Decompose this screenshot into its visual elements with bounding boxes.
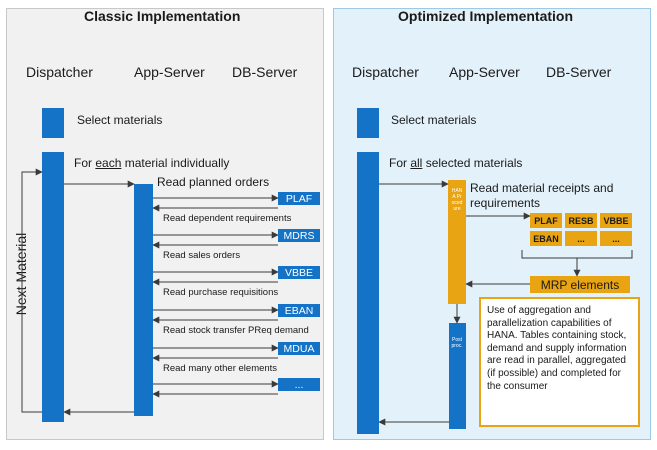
opt-table-vbbe: VBBE [600, 213, 632, 228]
postproc-label: Postproc. [451, 337, 463, 349]
optimized-col-dispatcher: Dispatcher [352, 64, 419, 80]
classic-title: Classic Implementation [84, 8, 241, 24]
classic-col-db-server: DB-Server [232, 64, 298, 80]
classic-col-dispatcher: Dispatcher [26, 64, 93, 80]
opt-table-other-1: ... [565, 231, 597, 246]
classic-table-mdua: MDUA [278, 342, 320, 355]
classic-select-materials: Select materials [77, 113, 163, 127]
classic-read-sales: Read sales orders [163, 250, 241, 261]
opt-table-resb: RESB [565, 213, 597, 228]
next-material-loop-arrow [21, 168, 43, 413]
optimized-select-materials: Select materials [391, 113, 477, 127]
optimized-for-all-label: For all selected materials [389, 156, 523, 170]
classic-table-plaf: PLAF [278, 192, 320, 205]
classic-select-bar [42, 108, 64, 138]
classic-col-app-server: App-Server [134, 64, 205, 80]
postproc-bar: Postproc. [449, 323, 466, 429]
optimized-col-app-server: App-Server [449, 64, 520, 80]
optimized-dispatcher-bar [357, 152, 379, 434]
hana-procedure-bar: HANA Procedure [448, 180, 466, 304]
optimized-col-db-server: DB-Server [546, 64, 612, 80]
classic-read-dependent: Read dependent requirements [163, 213, 292, 224]
classic-read-stock-transfer: Read stock transfer PReq demand [163, 325, 309, 336]
classic-read-purchase: Read purchase requisitions [163, 287, 279, 298]
classic-for-each-label: For each material individually [74, 156, 230, 170]
hana-note-box: Use of aggregation and parallelization c… [479, 297, 640, 427]
opt-table-plaf: PLAF [530, 213, 562, 228]
classic-dispatcher-bar [42, 152, 64, 422]
mrp-elements-box: MRP elements [530, 276, 630, 293]
opt-table-other-2: ... [600, 231, 632, 246]
optimized-title: Optimized Implementation [398, 8, 574, 24]
optimized-select-bar [357, 108, 379, 138]
optimized-read-receipts-1: Read material receipts and [470, 181, 614, 195]
optimized-read-receipts-2: requirements [470, 196, 541, 210]
classic-table-eban: EBAN [278, 304, 320, 317]
hana-procedure-label: HANA Procedure [451, 188, 463, 212]
classic-read-planned-orders: Read planned orders [157, 175, 270, 189]
tables-bracket [521, 250, 633, 259]
classic-table-other: ... [278, 378, 320, 391]
classic-table-mdrs: MDRS [278, 229, 320, 242]
opt-table-eban: EBAN [530, 231, 562, 246]
classic-appserver-bar [134, 184, 153, 416]
classic-read-many-other: Read many other elements [163, 363, 278, 374]
classic-table-vbbe: VBBE [278, 266, 320, 279]
